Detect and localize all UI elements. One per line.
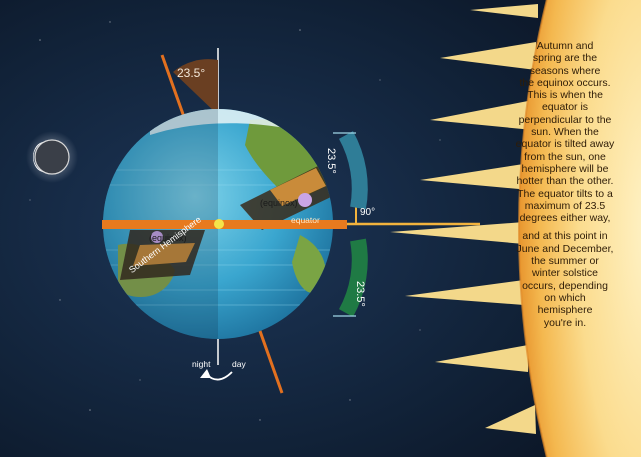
rotation-arrowhead (200, 369, 211, 378)
equinox-band-south-detail (133, 243, 195, 266)
sun (519, 0, 641, 457)
purple-flower-2 (151, 231, 163, 243)
stars (29, 21, 441, 421)
sun-rays (390, 4, 538, 434)
purple-flower-1 (298, 193, 312, 207)
right-angle-label: 90° (360, 207, 376, 218)
explanation-paragraph-2: and at this point in June and December, … (516, 230, 614, 329)
equator-marker (214, 219, 224, 229)
moon (26, 131, 78, 183)
equinox-label-north: (equinox) (260, 198, 298, 208)
equator-label: equator (291, 215, 320, 225)
arc-upper-label: 23.5° (325, 148, 337, 174)
arc-lower-label: 23.5° (354, 281, 366, 307)
tilt-arc-lower (338, 238, 368, 317)
night-label: night (192, 359, 211, 369)
continent-east (292, 235, 326, 294)
explanation-text: Autumn and spring are the seasons where … (486, 40, 641, 329)
tilt-angle-wedge (173, 59, 218, 115)
equator-band (102, 220, 347, 229)
explanation-paragraph-1: Autumn and spring are the seasons where … (515, 40, 615, 225)
equinox-band-north-detail (270, 168, 326, 206)
tilt-arc-upper (338, 131, 368, 210)
equinox-label-south: (equinox) (149, 233, 187, 243)
sun-limb (518, 0, 548, 457)
day-label: day (232, 359, 246, 369)
tilt-angle-label: 23.5° (177, 66, 206, 80)
